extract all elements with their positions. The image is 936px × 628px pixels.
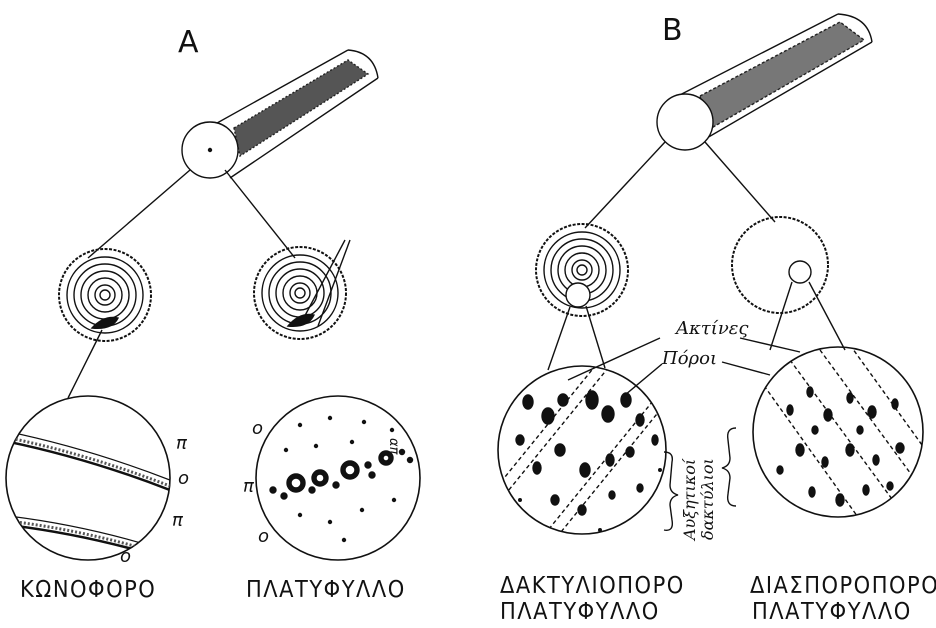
magnified-conifer	[0, 396, 180, 563]
cross-section-conifer	[59, 249, 151, 398]
growth-rings-label-2: δακτύλιοι	[700, 458, 716, 540]
caption-ring-porous-2: ΠΛΑΤΥΦΥΛΛΟ	[500, 600, 660, 624]
pores-leader-2	[722, 362, 770, 375]
marker-o4: ο	[258, 528, 269, 546]
pores-label: Πόροι	[662, 350, 717, 368]
growth-ring-brace-1	[664, 452, 678, 530]
log-a	[88, 50, 378, 258]
caption-broadleaf: ΠΛΑΤΥΦΥΛΛΟ	[246, 578, 406, 602]
caption-conifer: ΚΩΝΟΦΟΡΟ	[20, 578, 156, 602]
marker-p1: π	[176, 435, 187, 453]
magnified-ring-porous	[470, 360, 678, 548]
magnified-broadleaf	[256, 396, 420, 560]
marker-ap: απ	[387, 438, 400, 454]
caption-ring-porous-1: ΔΑΚΤΥΛΙΟΠΟΡΟ	[500, 574, 685, 598]
panel-label-a: A	[178, 28, 199, 58]
cross-section-broadleaf	[254, 240, 350, 339]
marker-o2: ο	[120, 548, 131, 566]
rays-leader-1	[568, 338, 660, 380]
caption-diffuse-porous-2: ΠΛΑΤΥΦΥΛΛΟ	[752, 600, 912, 624]
magnified-diffuse-porous	[753, 345, 936, 520]
growth-rings-label-1: Αυξητικοί	[682, 459, 698, 540]
rays-label: Ακτίνες	[676, 320, 749, 338]
panel-label-b: B	[662, 16, 683, 46]
cross-section-ring-porous	[536, 224, 628, 370]
marker-o3: ο	[252, 420, 263, 438]
marker-p2: π	[172, 512, 183, 530]
pores-leader-1	[625, 364, 662, 395]
log-b	[585, 14, 872, 228]
growth-ring-brace-2	[722, 428, 736, 506]
marker-p3: π	[243, 478, 254, 496]
marker-o1: ο	[178, 470, 189, 488]
caption-diffuse-porous-1: ΔΙΑΣΠΟΡΟΠΟΡΟ	[750, 574, 936, 598]
